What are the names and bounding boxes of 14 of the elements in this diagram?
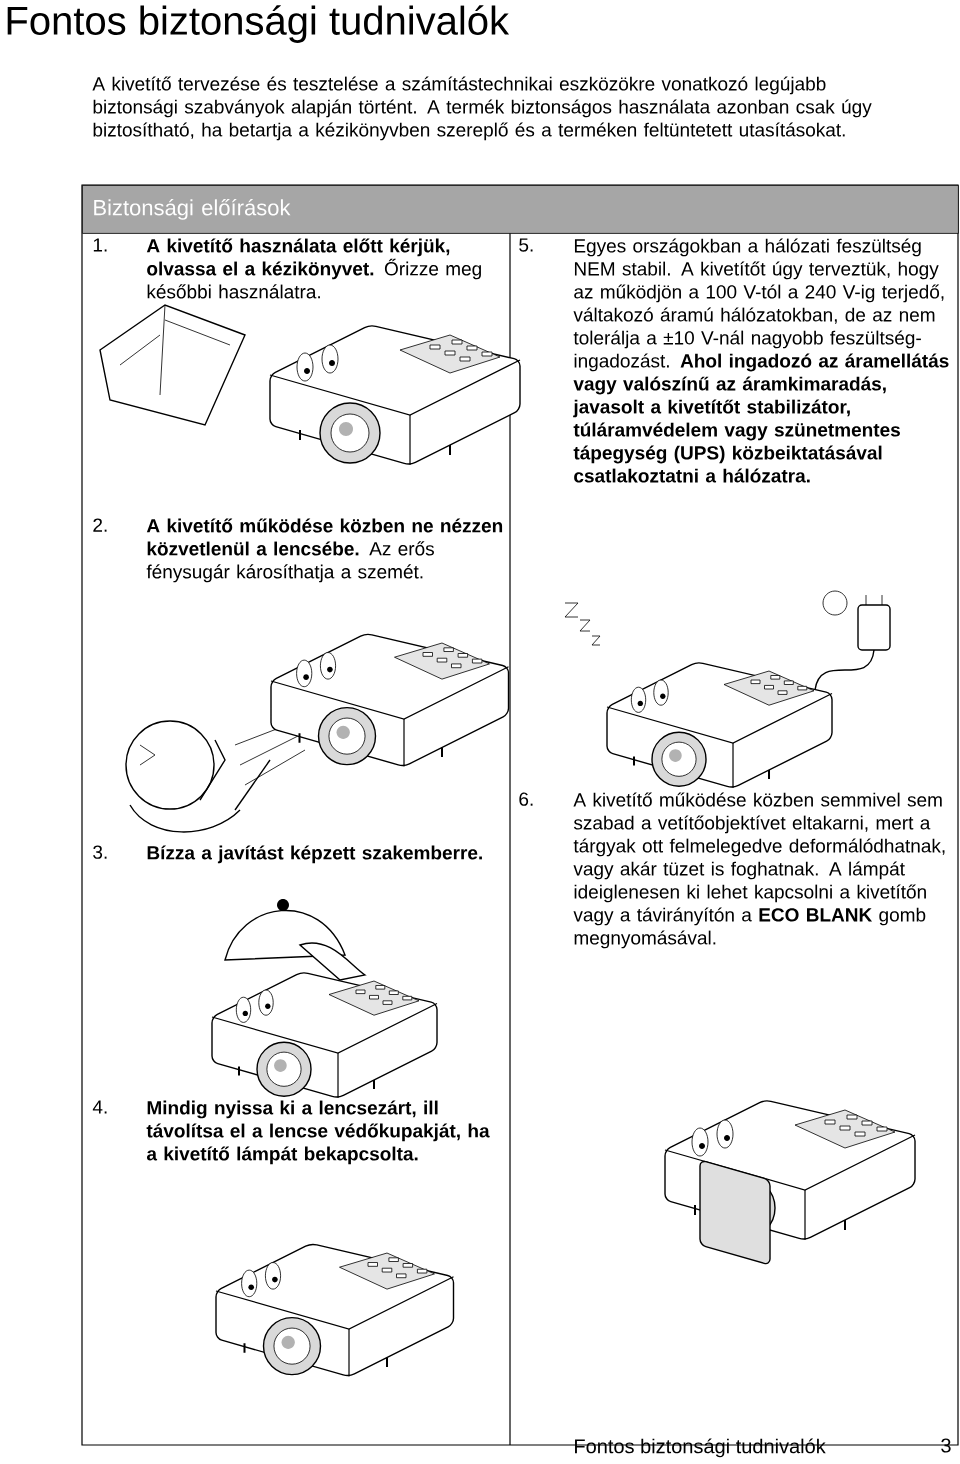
instruction-text: A kivetítő működése közben semmivel sem szabad a vetítőobjektívet eltakarni, mert a tárgyak ott felmelegedve deformálódhatnak, vagy akár tüzet is foghatnak. A lámpát ideiglenesen ki lehet kapcsolni a kivetítőn vagy a távirányítón a ECO BLANK gomb megnyomásával.	[573, 792, 945, 949]
item-number: 6.	[519, 792, 533, 806]
section-header: Biztonsági előírások	[82, 185, 959, 234]
page-title: Fontos biztonsági tudnivalók	[7, 5, 510, 43]
intro-paragraph: A kivetítő tervezése és tesztelése a számítástechnikai eszközökre vonatkozó legújabb biztonsági szabványok alapján történt. A termék biztonságos használata azonban csak úgy biztosítható, ha betartja a kézikönyvben szereplő és a terméken feltüntetett utasításokat.	[92, 76, 872, 141]
page-number: 3	[941, 1438, 951, 1453]
instruction-text: Mindig nyissa ki a lencsezárt, ill távolítsa el a lencse védőkupakját, ha a kivetítő lámpát bekapcsolta.	[146, 1100, 490, 1165]
instruction-text: A kivetítő működése közben ne nézzen közvetlenül a lencsébe. Az erős fénysugár károsíthatja a szemét.	[146, 518, 503, 583]
instruction-text: Egyes országokban a hálózati feszültség NEM stabil. A kivetítőt úgy terveztük, hogy az működjön a 100 V-tól a 240 V-ig terjedő, váltakozó áramú hálózatokban, de az nem tolerálja a ±10 V-nál nagyobb feszültség-ingadozást. Ahol ingadozó az áramellátás vagy valószínű az áramkimaradás, javasolt a kivetítőt stabilizátor, túláramvédelem vagy szünetmentes tápegység (UPS) közbeiktatásával csatlakoztatni a hálózatra.	[573, 238, 949, 483]
instruction-text: Bízza a javítást képzett szakemberre.	[147, 845, 482, 864]
item-number: 2.	[93, 518, 107, 532]
item-number: 3.	[93, 845, 107, 859]
footer-text: Fontos biztonsági tudnivalók	[575, 1438, 826, 1458]
item-number: 4.	[92, 1100, 107, 1114]
